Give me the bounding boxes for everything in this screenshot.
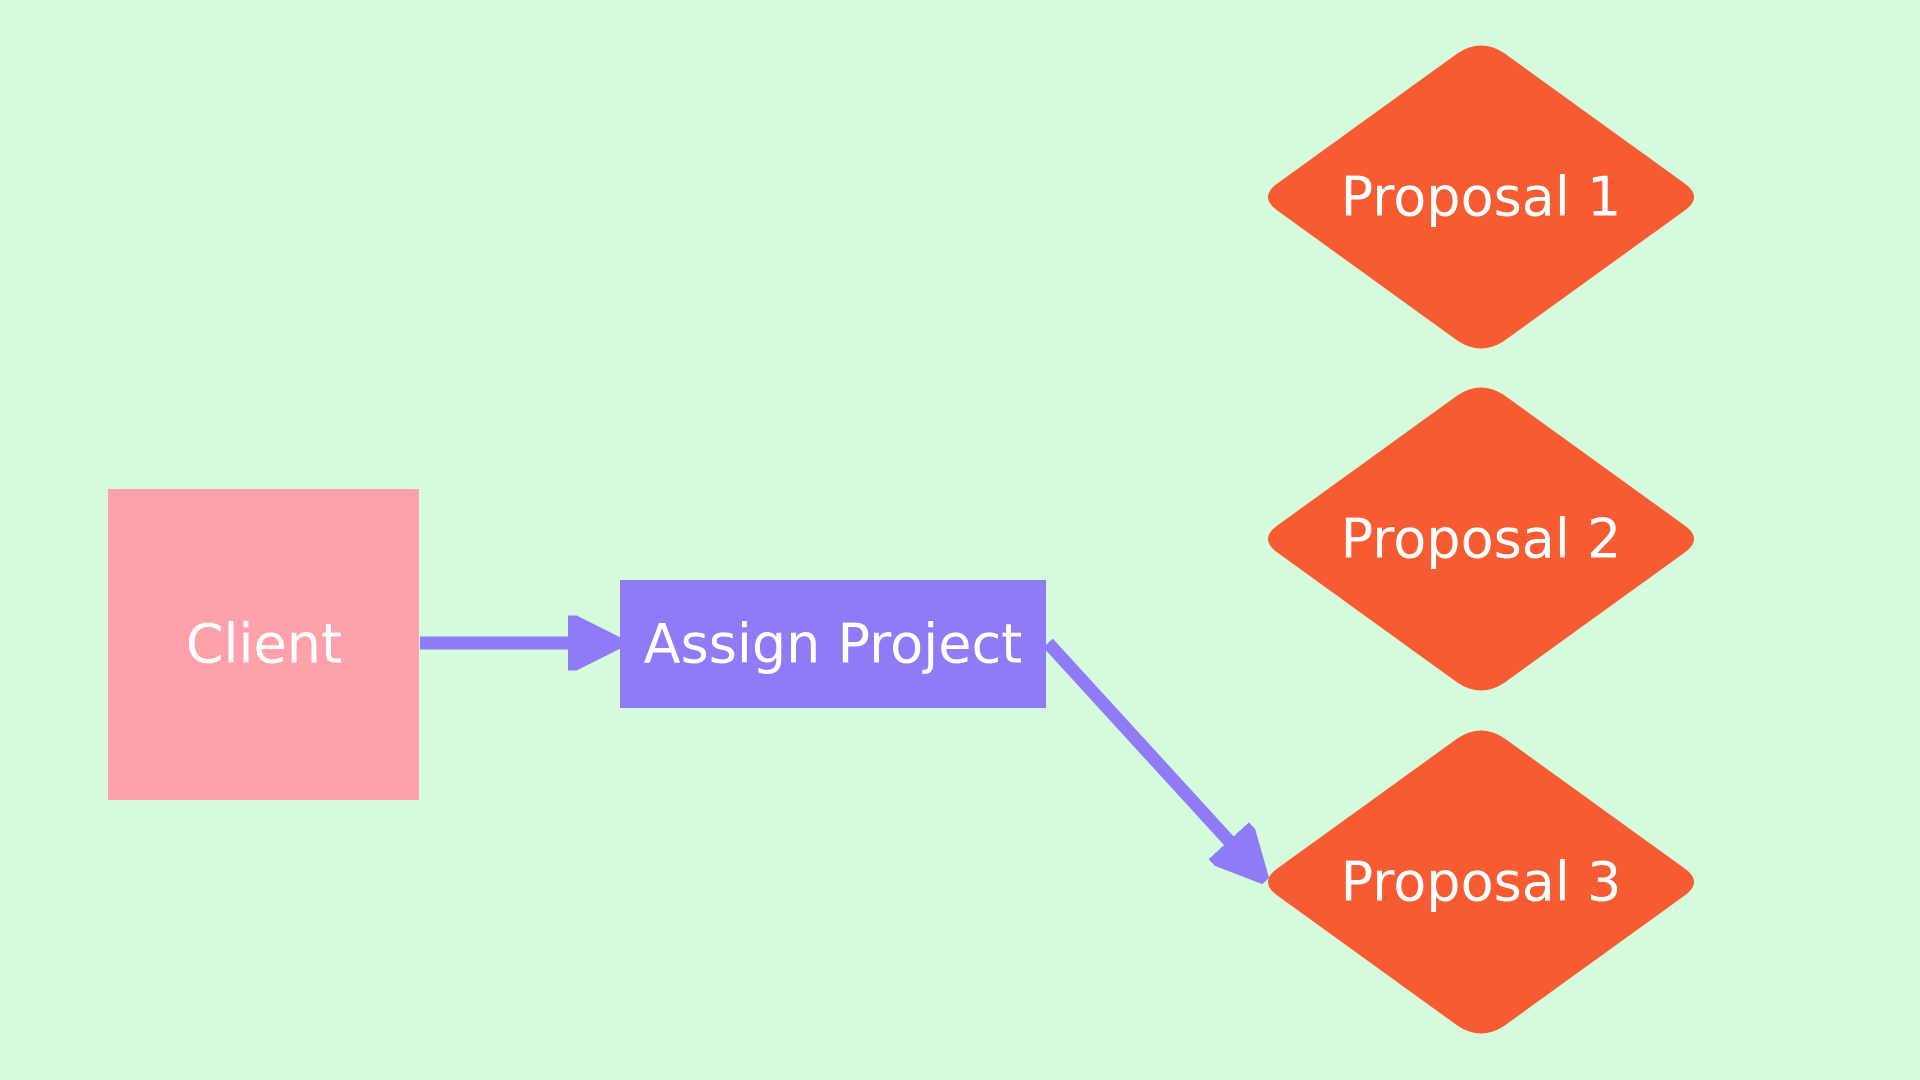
proposal-3-node[interactable]: Proposal 3 — [1268, 730, 1694, 1034]
proposal-3-node-label: Proposal 3 — [1341, 851, 1622, 914]
proposal-2-node[interactable]: Proposal 2 — [1268, 387, 1694, 691]
proposal-1-node-shape — [1268, 45, 1694, 349]
proposal-2-node-label: Proposal 2 — [1341, 508, 1622, 571]
proposal-3-node-shape — [1268, 730, 1694, 1034]
client-node[interactable]: Client — [108, 489, 419, 800]
client-node-label: Client — [186, 613, 342, 676]
proposal-2-node-shape — [1268, 387, 1694, 691]
client-node-shape — [108, 489, 419, 800]
assign-project-node[interactable]: Assign Project — [620, 580, 1046, 708]
assign-project-node-label: Assign Project — [644, 613, 1023, 676]
proposal-1-node-label: Proposal 1 — [1341, 166, 1622, 229]
proposal-1-node[interactable]: Proposal 1 — [1268, 45, 1694, 349]
assign-project-node-shape — [620, 580, 1046, 708]
connector-assign-to-proposal3[interactable] — [1043, 638, 1262, 877]
